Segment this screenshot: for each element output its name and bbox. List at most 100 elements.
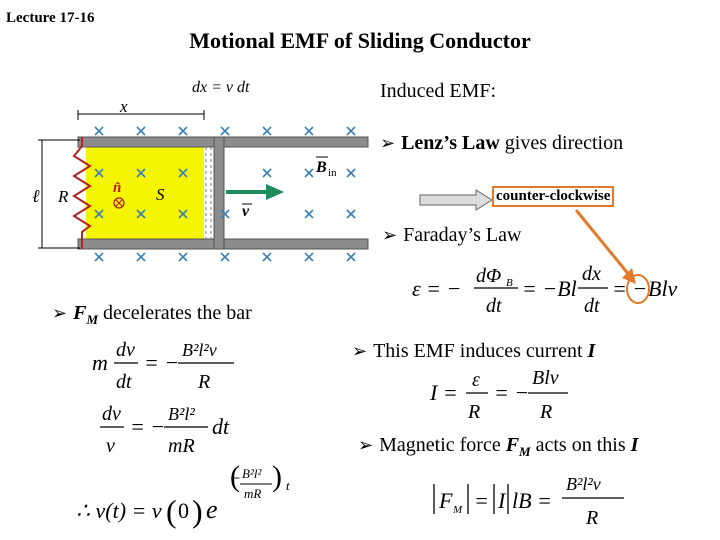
x-row-2 bbox=[94, 168, 356, 178]
solution-equation: ∴ v(t) = v ( 0 ) e − B²l² mR ( ) t bbox=[76, 460, 290, 529]
svg-text:m: m bbox=[92, 350, 108, 375]
current-equation: I = ε R = − Blv R bbox=[429, 367, 568, 423]
resistor-icon bbox=[72, 137, 92, 249]
svg-text:v: v bbox=[106, 435, 115, 457]
svg-text:mR: mR bbox=[244, 486, 261, 501]
normal-into-page-cross bbox=[115, 199, 123, 207]
svg-text:B: B bbox=[506, 277, 513, 289]
svg-text:ε = −: ε = − bbox=[412, 276, 461, 301]
x-row-1 bbox=[94, 126, 356, 136]
force-symbol: F bbox=[505, 434, 520, 456]
x-label: x bbox=[119, 97, 128, 116]
force-subscript-left: M bbox=[86, 312, 98, 327]
svg-text:dt: dt bbox=[584, 295, 600, 317]
svg-text:= −: = − bbox=[494, 380, 529, 405]
svg-text:B²l²: B²l² bbox=[242, 466, 262, 481]
l-label: ℓ bbox=[32, 186, 40, 206]
arrow-bullet-icon: ➢ bbox=[352, 341, 368, 362]
svg-text:dt: dt bbox=[212, 414, 230, 439]
S-label: S bbox=[156, 185, 165, 204]
arrow-bullet-icon: ➢ bbox=[52, 303, 68, 324]
svg-text:e: e bbox=[206, 495, 218, 524]
orange-pointer-arrow-icon bbox=[574, 209, 636, 284]
magnetic-field-x-marks bbox=[94, 126, 356, 262]
svg-text:R: R bbox=[539, 401, 552, 423]
svg-text:): ) bbox=[192, 493, 203, 529]
svg-text:= −: = − bbox=[144, 350, 179, 375]
svg-text:(: ( bbox=[230, 460, 240, 493]
force-decelerates-bullet: ➢FM decelerates the bar bbox=[52, 302, 252, 328]
faraday-law-bullet: ➢Faraday’s Law bbox=[382, 224, 521, 247]
svg-text:0: 0 bbox=[178, 498, 189, 523]
slide-title: Motional EMF of Sliding Conductor bbox=[189, 28, 531, 53]
x-row-3 bbox=[94, 209, 356, 219]
velocity-arrow-icon bbox=[266, 184, 284, 200]
svg-text:R: R bbox=[467, 401, 480, 423]
arrow-bullet-icon: ➢ bbox=[382, 225, 398, 246]
decelerates-label: decelerates the bar bbox=[98, 302, 252, 324]
svg-text:mR: mR bbox=[168, 435, 195, 457]
svg-text:∴ v(t) = v: ∴ v(t) = v bbox=[76, 498, 162, 523]
normal-into-page-icon bbox=[113, 197, 125, 209]
lecture-number: Lecture 17-16 bbox=[6, 10, 95, 26]
svg-text:Blv: Blv bbox=[532, 367, 559, 389]
magnetic-force-equation: F M = I lB = B²l²v R bbox=[433, 474, 624, 529]
svg-text:F: F bbox=[438, 488, 453, 513]
sliding-conductor-diagram: dx = v dt x R ℓ bbox=[32, 79, 369, 262]
current-symbol: I bbox=[587, 340, 596, 362]
emf-induces-current-bullet: ➢This EMF induces current I bbox=[352, 340, 595, 363]
svg-text:−: − bbox=[230, 468, 240, 488]
svg-text:R: R bbox=[585, 507, 598, 529]
x-row-4 bbox=[94, 252, 356, 262]
lenz-law-bullet: ➢Lenz’s Law gives direction bbox=[380, 132, 623, 155]
force-subscript: M bbox=[519, 444, 531, 459]
B-subscript: in bbox=[328, 167, 337, 179]
svg-text:I =: I = bbox=[429, 380, 458, 405]
arrow-bullet-icon: ➢ bbox=[358, 435, 374, 456]
v-label: v bbox=[242, 203, 250, 220]
faraday-law-label: Faraday’s Law bbox=[403, 224, 522, 246]
svg-text:= −Bl: = −Bl bbox=[522, 276, 577, 301]
lenz-law-rest: gives direction bbox=[499, 132, 624, 154]
force-symbol-left: F bbox=[73, 302, 87, 324]
svg-text:B²l²v: B²l²v bbox=[566, 474, 601, 494]
normal-vector-label: n̂ bbox=[113, 180, 121, 196]
svg-text:): ) bbox=[272, 460, 282, 493]
gray-arrow-icon bbox=[419, 189, 493, 211]
induced-emf-heading: Induced EMF: bbox=[380, 80, 497, 102]
dx-label: dx = v dt bbox=[192, 79, 250, 96]
svg-text:ε: ε bbox=[472, 369, 480, 391]
separated-equation: dv v = − B²l² mR dt bbox=[100, 403, 230, 457]
magnetic-force-rest: acts on this bbox=[530, 434, 631, 456]
newton-equation: m dv dt = − B²l²v R bbox=[92, 339, 234, 393]
minus-sign-highlight bbox=[626, 274, 650, 304]
lenz-law-label: Lenz’s Law bbox=[401, 132, 500, 154]
svg-text:= −: = − bbox=[130, 414, 165, 439]
enclosed-area bbox=[86, 147, 204, 239]
svg-text:dv: dv bbox=[102, 403, 121, 425]
svg-text:dx: dx bbox=[582, 263, 601, 285]
svg-text:M: M bbox=[452, 504, 463, 516]
svg-text:R: R bbox=[197, 371, 210, 393]
svg-text:dΦ: dΦ bbox=[476, 265, 501, 287]
svg-text:I: I bbox=[497, 488, 507, 513]
svg-text:B²l²: B²l² bbox=[168, 404, 195, 424]
svg-text:B²l²v: B²l²v bbox=[182, 340, 217, 360]
magnetic-force-bullet: ➢Magnetic force FM acts on this I bbox=[358, 434, 638, 460]
magnetic-force-label: Magnetic force bbox=[379, 434, 506, 456]
svg-text:dt: dt bbox=[486, 295, 502, 317]
svg-text:dt: dt bbox=[116, 371, 132, 393]
svg-text:dv: dv bbox=[116, 339, 135, 361]
current-symbol-2: I bbox=[630, 434, 639, 456]
B-label: B bbox=[315, 159, 327, 176]
svg-text:=: = bbox=[474, 488, 489, 513]
svg-text:(: ( bbox=[166, 493, 177, 529]
svg-text:t: t bbox=[286, 478, 290, 493]
svg-text:Blv: Blv bbox=[648, 276, 678, 301]
R-label: R bbox=[57, 187, 69, 206]
emf-induces-label: This EMF induces current bbox=[373, 340, 588, 362]
arrow-bullet-icon: ➢ bbox=[380, 133, 396, 154]
sliding-bar bbox=[213, 136, 225, 250]
faraday-equation: ε = − dΦ B dt = −Bl dx dt = − Blv bbox=[412, 263, 678, 317]
svg-text:lB =: lB = bbox=[512, 488, 552, 513]
